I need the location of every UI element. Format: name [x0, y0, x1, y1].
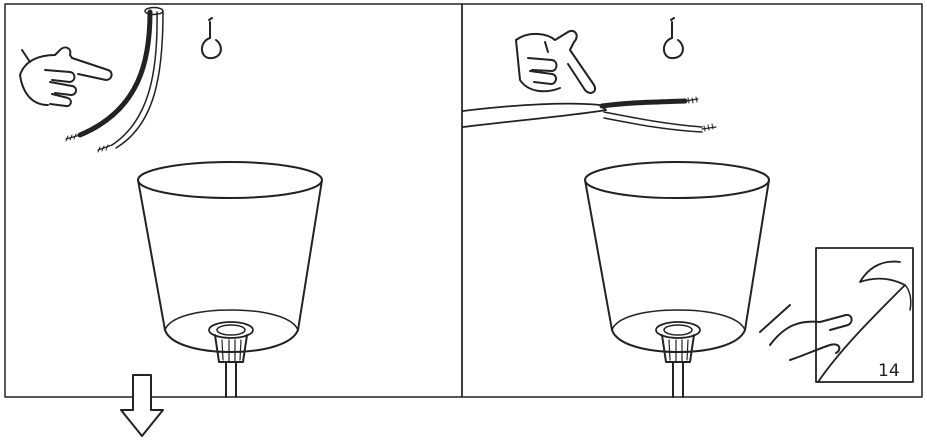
wire-white	[603, 111, 703, 128]
wire-white	[111, 11, 158, 146]
wire-black	[77, 9, 153, 138]
ceiling-hook-icon	[201, 17, 222, 60]
page-number: 14	[878, 361, 900, 381]
ceiling-hook-icon	[663, 17, 684, 60]
down-arrow-icon	[120, 374, 164, 437]
lamp-shade-icon	[584, 161, 770, 398]
wire-black	[599, 98, 688, 109]
cable-outer	[462, 102, 607, 128]
page-turn-icon[interactable]: 14	[759, 247, 914, 383]
rock-hand-icon	[515, 30, 596, 94]
pointing-hand-icon	[19, 46, 113, 108]
lamp-shade-icon	[137, 161, 323, 398]
panel-right-frame	[461, 3, 923, 398]
ceiling-hole	[144, 6, 164, 16]
